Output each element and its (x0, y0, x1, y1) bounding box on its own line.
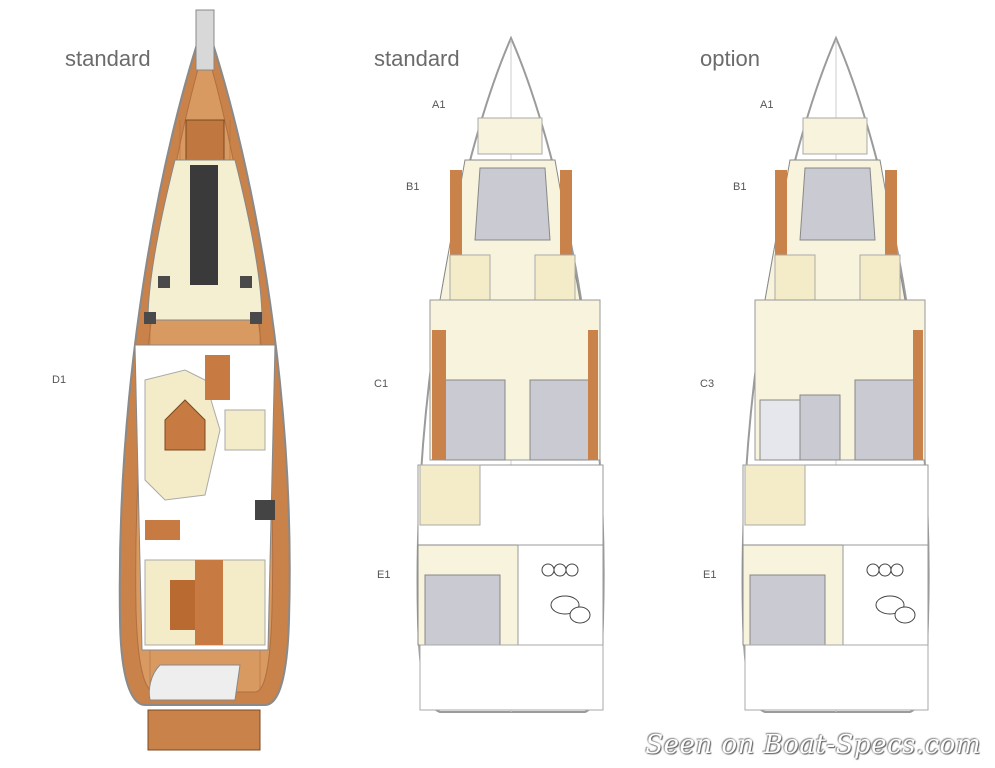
forward-hatch (185, 119, 225, 161)
deck-winches (144, 276, 262, 324)
swim-platform-teak (195, 560, 223, 645)
companion-step (145, 520, 180, 540)
helm-table (164, 399, 206, 451)
zone-label-b1: B1 (406, 181, 420, 193)
galley-unit (224, 409, 266, 451)
zone-label-c3-option: C3 (700, 378, 715, 390)
tender-garage (148, 664, 241, 701)
zone-label-d1: D1 (52, 374, 67, 386)
zone-label-c1: C1 (374, 378, 389, 390)
zone-label-e1: E1 (377, 569, 391, 581)
plan-title-deck: standard (65, 46, 151, 71)
solar-panel (190, 165, 218, 285)
cockpit-bench (205, 355, 230, 400)
grill (255, 500, 275, 520)
zone-label-e1-option: E1 (703, 569, 717, 581)
watermark-text: Seen on Boat-Specs.com (645, 730, 981, 760)
bowsprit (195, 9, 215, 71)
stern-platform (147, 709, 261, 751)
